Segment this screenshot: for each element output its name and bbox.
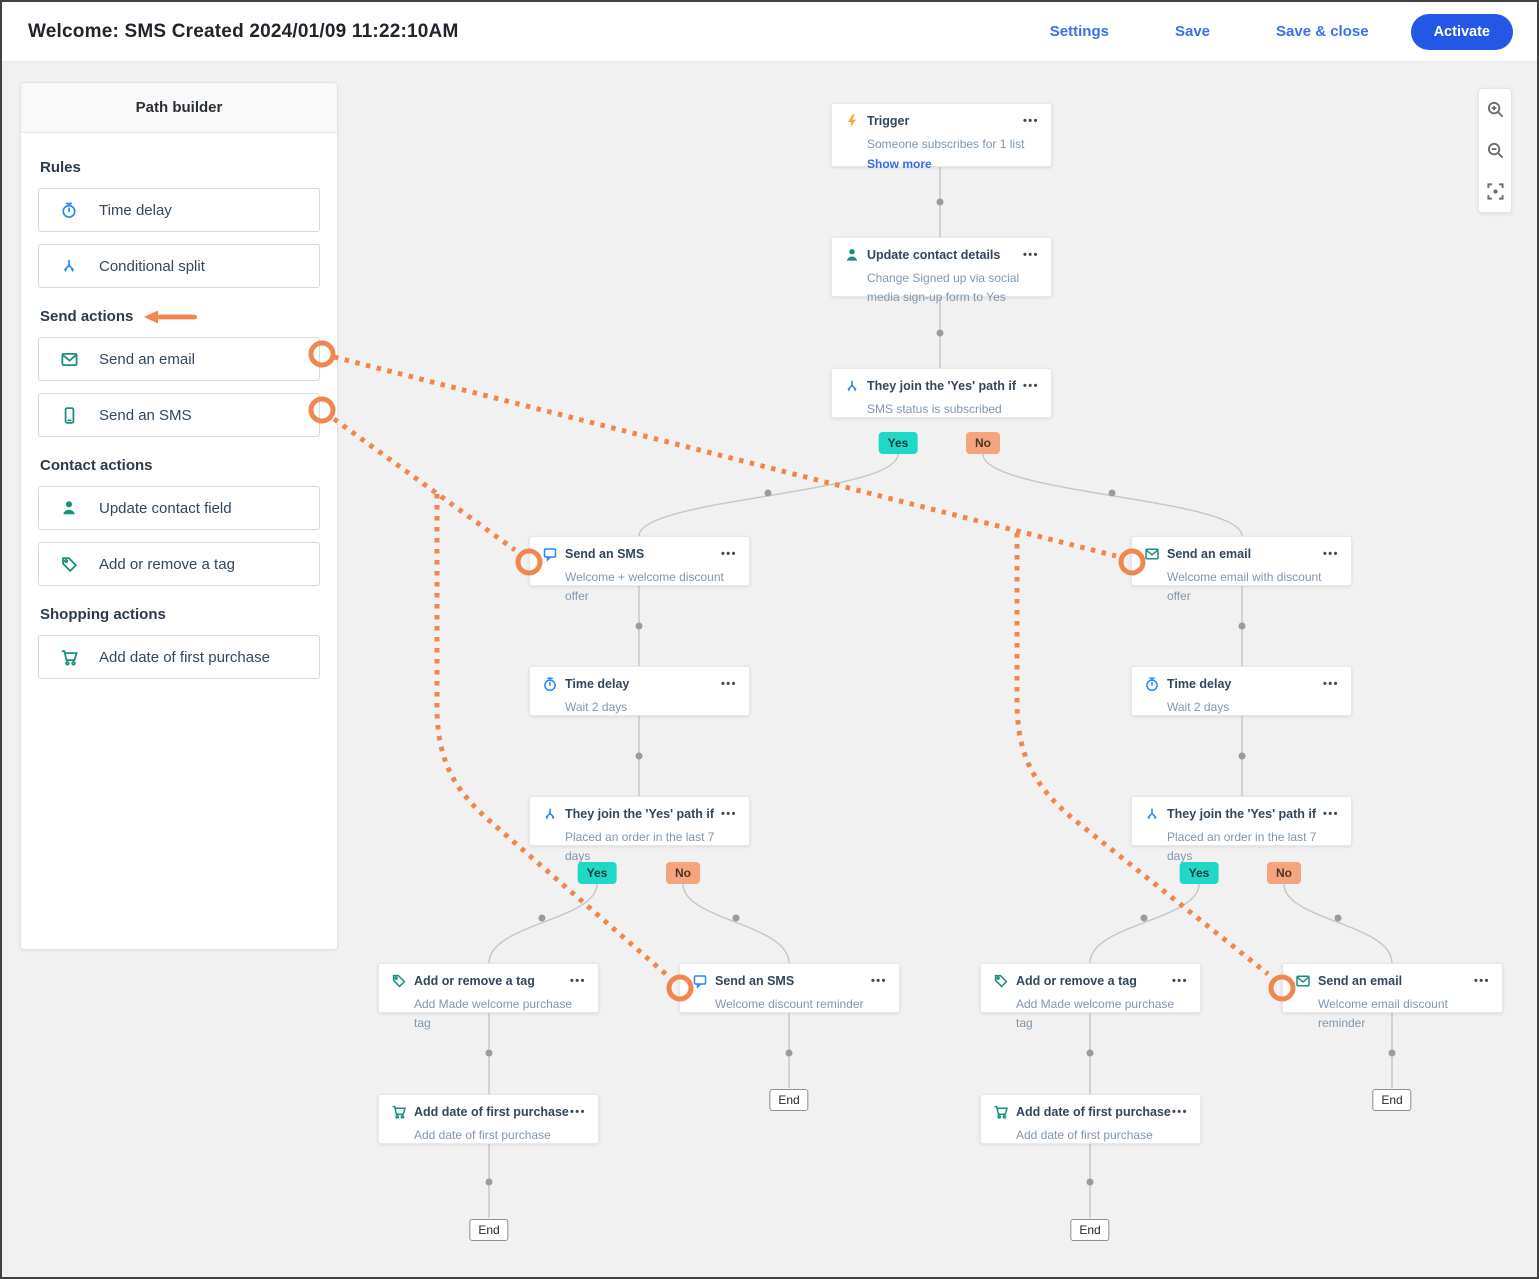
- node-add-remove-tag[interactable]: Add or remove a tag Add Made welcome pur…: [980, 963, 1201, 1030]
- node-add-date-first-purchase[interactable]: Add date of first purchase Add date of f…: [980, 1094, 1201, 1144]
- section-label-contact-actions: Contact actions: [40, 457, 153, 474]
- node-conditional-split[interactable]: They join the 'Yes' path if SMS status i…: [831, 368, 1052, 418]
- zoom-controls: [1478, 88, 1512, 213]
- node-time-delay[interactable]: Time delay Wait 2 days: [1131, 666, 1352, 716]
- yes-badge: Yes: [1179, 862, 1219, 884]
- node-menu-icon[interactable]: [1323, 810, 1339, 818]
- node-add-remove-tag[interactable]: Add or remove a tag Add Made welcome pur…: [378, 963, 599, 1030]
- sidebar-item-add-remove-tag[interactable]: Add or remove a tag: [38, 542, 320, 586]
- path-builder-title: Path builder: [21, 83, 337, 133]
- node-menu-icon[interactable]: [1023, 117, 1039, 125]
- node-send-email[interactable]: Send an email Welcome email discount rem…: [1282, 963, 1503, 1030]
- node-update-contact-details[interactable]: Update contact details Change Signed up …: [831, 237, 1052, 304]
- node-menu-icon[interactable]: [1323, 680, 1339, 688]
- node-send-sms[interactable]: Send an SMS Welcome discount reminder: [679, 963, 900, 1013]
- node-menu-icon[interactable]: [1172, 977, 1188, 985]
- tag-icon: [993, 973, 1009, 989]
- no-badge: No: [966, 432, 1000, 454]
- stopwatch-icon: [39, 201, 99, 219]
- node-menu-icon[interactable]: [721, 810, 737, 818]
- stopwatch-icon: [542, 676, 558, 692]
- node-send-email[interactable]: Send an email Welcome email with discoun…: [1131, 536, 1352, 603]
- cart-icon: [993, 1104, 1009, 1120]
- tag-icon: [391, 973, 407, 989]
- person-icon: [844, 247, 860, 263]
- cart-icon: [39, 648, 99, 667]
- end-badge: End: [769, 1089, 809, 1111]
- sidebar-item-conditional-split[interactable]: Conditional split: [38, 244, 320, 288]
- path-builder-panel: Path builder Rules Time delay Conditiona…: [20, 82, 338, 950]
- save-close-link[interactable]: Save & close: [1276, 23, 1369, 40]
- node-menu-icon[interactable]: [1172, 1108, 1188, 1116]
- section-label-shopping-actions: Shopping actions: [40, 606, 166, 623]
- fit-view-icon: [1486, 183, 1504, 200]
- sidebar-item-label: Conditional split: [99, 257, 205, 275]
- zoom-in-button[interactable]: [1479, 89, 1511, 130]
- node-menu-icon[interactable]: [1023, 251, 1039, 259]
- envelope-icon: [39, 350, 99, 369]
- node-menu-icon[interactable]: [721, 680, 737, 688]
- split-icon: [1144, 806, 1160, 822]
- header-actions: Settings Save Save & close Activate: [1049, 13, 1537, 50]
- node-menu-icon[interactable]: [721, 550, 737, 558]
- flow-canvas[interactable]: Path builder Rules Time delay Conditiona…: [2, 62, 1537, 1277]
- split-icon: [844, 378, 860, 394]
- show-more-link[interactable]: Show more: [867, 156, 932, 171]
- lightning-icon: [844, 113, 860, 129]
- section-label-send-actions: Send actions: [40, 308, 320, 325]
- sidebar-item-add-date-first-purchase[interactable]: Add date of first purchase: [38, 635, 320, 679]
- chat-icon: [542, 546, 558, 562]
- envelope-icon: [1144, 546, 1160, 562]
- sidebar-item-time-delay[interactable]: Time delay: [38, 188, 320, 232]
- person-icon: [39, 499, 99, 517]
- node-trigger[interactable]: Trigger Someone subscribes for 1 list Sh…: [831, 103, 1052, 171]
- node-menu-icon[interactable]: [871, 977, 887, 985]
- sidebar-item-label: Add or remove a tag: [99, 555, 235, 573]
- section-label-rules: Rules: [40, 159, 81, 176]
- split-icon: [542, 806, 558, 822]
- sidebar-item-label: Time delay: [99, 201, 172, 219]
- envelope-icon: [1295, 973, 1311, 989]
- node-menu-icon[interactable]: [1323, 550, 1339, 558]
- cart-icon: [391, 1104, 407, 1120]
- node-send-sms[interactable]: Send an SMS Welcome + welcome discount o…: [529, 536, 750, 603]
- node-conditional-split[interactable]: They join the 'Yes' path if Placed an or…: [529, 796, 750, 863]
- save-link[interactable]: Save: [1174, 23, 1211, 40]
- node-menu-icon[interactable]: [1023, 382, 1039, 390]
- zoom-in-icon: [1487, 101, 1503, 118]
- node-conditional-split[interactable]: They join the 'Yes' path if Placed an or…: [1131, 796, 1352, 863]
- yes-badge: Yes: [577, 862, 617, 884]
- sidebar-item-update-contact-field[interactable]: Update contact field: [38, 486, 320, 530]
- tag-icon: [39, 555, 99, 574]
- split-icon: [39, 257, 99, 275]
- node-time-delay[interactable]: Time delay Wait 2 days: [529, 666, 750, 716]
- end-badge: End: [1372, 1089, 1412, 1111]
- fit-view-button[interactable]: [1479, 171, 1511, 212]
- settings-link[interactable]: Settings: [1049, 23, 1109, 40]
- zoom-out-button[interactable]: [1479, 130, 1511, 171]
- node-menu-icon[interactable]: [1474, 977, 1490, 985]
- no-badge: No: [1267, 862, 1301, 884]
- chat-icon: [692, 973, 708, 989]
- sidebar-item-label: Send an email: [99, 350, 195, 368]
- activate-button[interactable]: Activate: [1410, 13, 1513, 50]
- arrow-left-icon: [143, 309, 199, 325]
- sidebar-item-label: Add date of first purchase: [99, 648, 270, 666]
- node-add-date-first-purchase[interactable]: Add date of first purchase Add date of f…: [378, 1094, 599, 1144]
- node-menu-icon[interactable]: [570, 1108, 586, 1116]
- no-badge: No: [666, 862, 700, 884]
- phone-icon: [39, 406, 99, 425]
- sidebar-item-send-sms[interactable]: Send an SMS: [38, 393, 320, 437]
- stopwatch-icon: [1144, 676, 1160, 692]
- zoom-out-icon: [1487, 142, 1503, 159]
- sidebar-item-send-email[interactable]: Send an email: [38, 337, 320, 381]
- end-badge: End: [1070, 1219, 1110, 1241]
- yes-badge: Yes: [878, 432, 918, 454]
- node-menu-icon[interactable]: [570, 977, 586, 985]
- sidebar-item-label: Update contact field: [99, 499, 232, 517]
- end-badge: End: [469, 1219, 509, 1241]
- page-title: Welcome: SMS Created 2024/01/09 11:22:10…: [28, 20, 459, 42]
- sidebar-item-label: Send an SMS: [99, 406, 192, 424]
- header: Welcome: SMS Created 2024/01/09 11:22:10…: [2, 2, 1537, 62]
